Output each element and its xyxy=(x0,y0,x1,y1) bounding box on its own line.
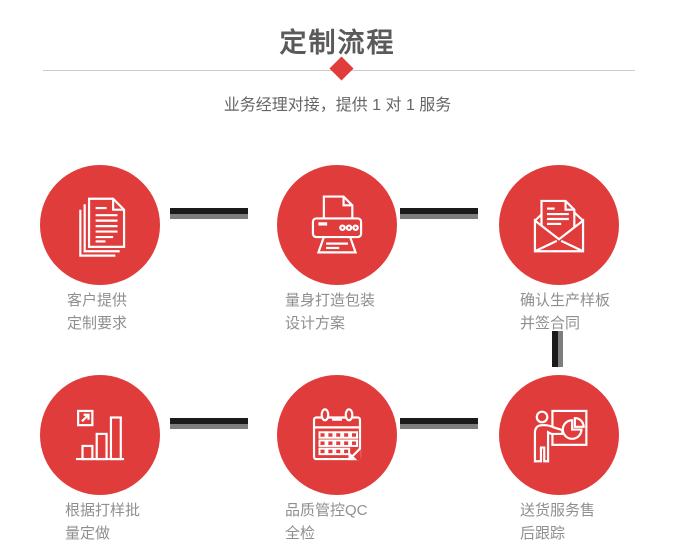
connector-step1-step2 xyxy=(170,208,248,219)
step-label-1-line2: 定制要求 xyxy=(67,315,128,332)
step-label-2-line2: 设计方案 xyxy=(285,315,346,332)
step-label-3-line2: 并签合同 xyxy=(520,315,581,332)
diamond-marker xyxy=(329,56,354,81)
step-label-5: 品质管控QC 全检 xyxy=(285,499,368,545)
documents-icon xyxy=(79,197,126,257)
step-circle-3 xyxy=(499,165,619,285)
presentation-icon xyxy=(533,409,588,463)
step-label-2-line1: 量身打造包装 xyxy=(285,292,376,309)
page-title: 定制流程 xyxy=(279,28,396,58)
step-circle-2 xyxy=(277,165,397,285)
step-label-4-line2: 量定做 xyxy=(65,525,111,542)
connector-step5-step6 xyxy=(400,418,478,429)
step-label-4: 根据打样批 量定做 xyxy=(65,499,140,545)
calendar-icon xyxy=(312,408,362,461)
page-subtitle: 业务经理对接，提供 1 对 1 服务 xyxy=(223,97,452,114)
step-circle-1 xyxy=(40,165,160,285)
step-label-5-line2: 全检 xyxy=(285,525,316,542)
step-circle-6 xyxy=(499,375,619,495)
step-label-4-line1: 根据打样批 xyxy=(65,502,141,519)
step-label-3-line1: 确认生产样板 xyxy=(520,292,611,309)
connector-step3-step6 xyxy=(552,331,563,367)
step-label-2: 量身打造包装 设计方案 xyxy=(285,289,375,335)
step-circle-5 xyxy=(277,375,397,495)
connector-step4-step5 xyxy=(170,418,248,429)
bar-chart-icon xyxy=(75,409,125,461)
step-label-5-line1: 品质管控QC xyxy=(285,502,368,519)
printer-icon xyxy=(311,195,363,254)
step-label-6: 送货服务售 后跟踪 xyxy=(520,499,595,545)
envelope-letter-icon xyxy=(533,199,585,253)
connector-step2-step3 xyxy=(400,208,478,219)
step-label-6-line2: 后跟踪 xyxy=(520,525,566,542)
step-label-1-line1: 客户提供 xyxy=(67,292,128,309)
step-label-3: 确认生产样板 并签合同 xyxy=(520,289,610,335)
step-circle-4 xyxy=(40,375,160,495)
step-label-1: 客户提供 定制要求 xyxy=(67,289,127,335)
step-label-6-line1: 送货服务售 xyxy=(520,502,596,519)
